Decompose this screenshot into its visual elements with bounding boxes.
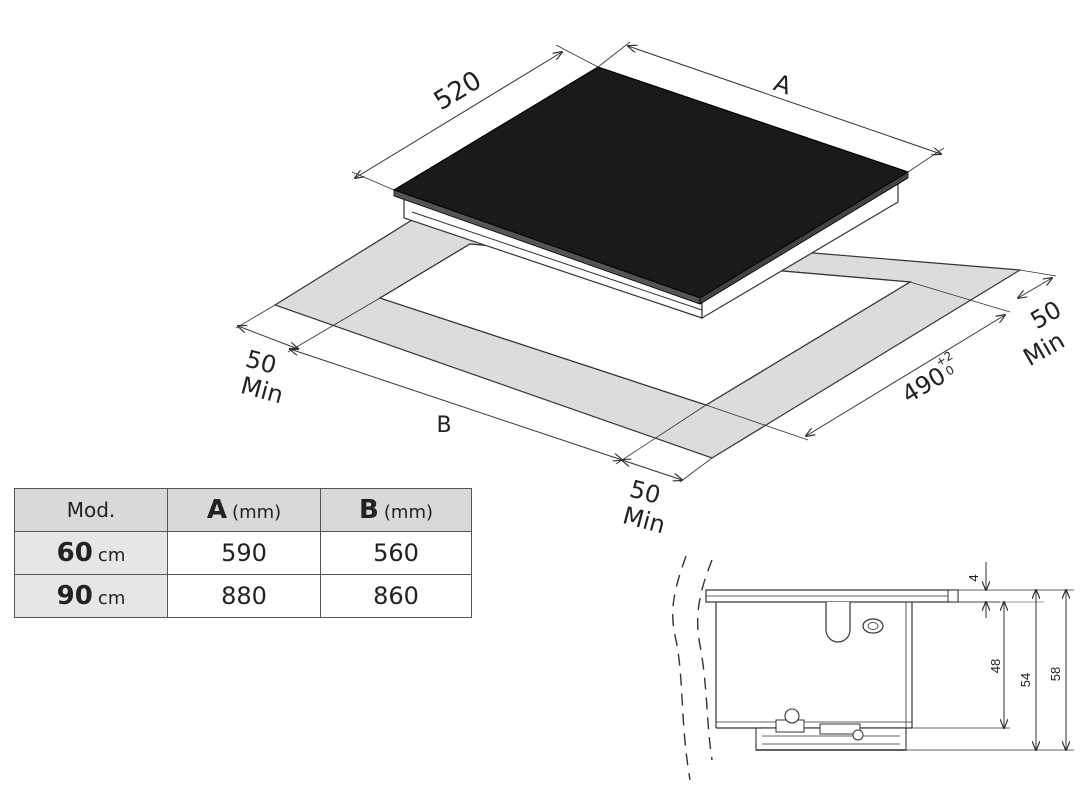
svg-text:A: A: [770, 69, 795, 101]
svg-text:Min: Min: [620, 501, 668, 539]
table-row: 60 cm 590 560: [14, 531, 472, 575]
dimension-cutout-width: B: [288, 297, 707, 465]
row-model: 60 cm: [14, 531, 168, 575]
row-b-value: 860: [320, 574, 472, 618]
header-model: Mod.: [14, 488, 168, 532]
table-row: 90 cm 880 860: [14, 574, 472, 618]
svg-text:Min: Min: [238, 371, 286, 409]
svg-text:490: 490: [897, 361, 951, 409]
clearance-right: 50 Min: [1018, 269, 1070, 372]
svg-text:520: 520: [429, 66, 487, 117]
model-dimension-table: Mod. A (mm) B (mm) 60 cm 590 560 90 cm 8…: [14, 488, 472, 618]
svg-text:50: 50: [1026, 295, 1066, 335]
header-b: B (mm): [320, 488, 472, 532]
svg-text:58: 58: [1048, 667, 1063, 681]
svg-text:Min: Min: [1019, 326, 1070, 372]
row-b-value: 560: [320, 531, 472, 575]
table-header-row: Mod. A (mm) B (mm): [14, 488, 472, 532]
header-a: A (mm): [167, 488, 321, 532]
svg-text:48: 48: [988, 659, 1003, 673]
row-a-value: 880: [167, 574, 321, 618]
svg-text:4: 4: [966, 574, 981, 581]
svg-text:B: B: [436, 413, 451, 438]
clearance-front: 50 Min: [620, 457, 713, 539]
row-a-value: 590: [167, 531, 321, 575]
svg-text:54: 54: [1018, 673, 1033, 687]
section-view: 4 48 54 58: [672, 555, 1074, 781]
clearance-left: 50 Min: [236, 304, 298, 409]
row-model: 90 cm: [14, 574, 168, 618]
